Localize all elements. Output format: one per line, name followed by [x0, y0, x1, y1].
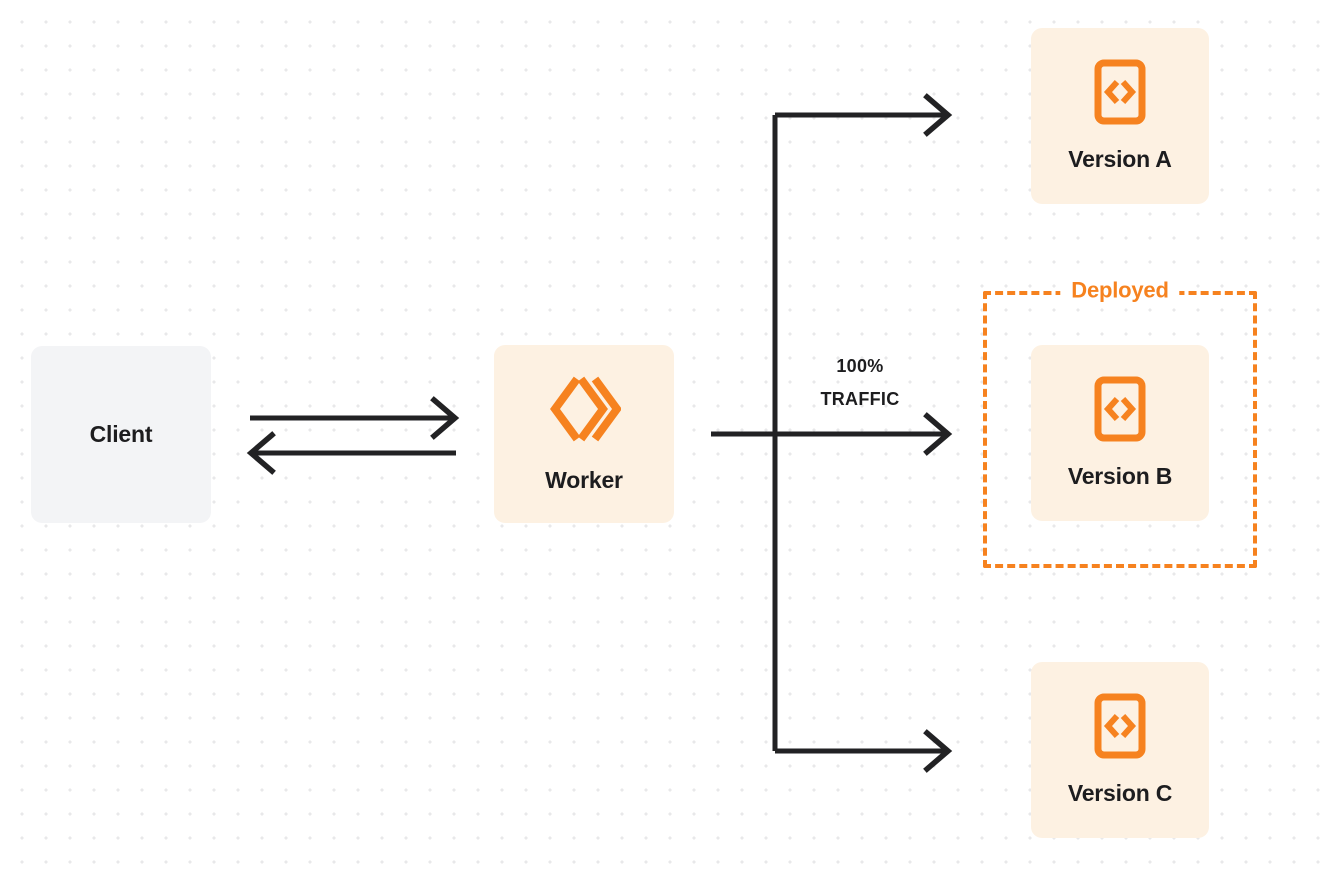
node-version-a[interactable]: Version A — [1031, 28, 1209, 204]
node-worker-label: Worker — [545, 466, 623, 493]
node-version-a-label: Version A — [1068, 146, 1172, 172]
node-version-b[interactable]: Version B — [1031, 345, 1209, 521]
node-client[interactable]: Client — [31, 346, 211, 523]
deployed-group-label: Deployed — [1060, 279, 1180, 302]
node-client-label: Client — [89, 421, 153, 447]
traffic-percent: 100% — [836, 356, 884, 376]
traffic-label: 100% TRAFFIC — [800, 350, 920, 417]
deployed-group-box: Deployed — [983, 279, 1257, 568]
code-brackets-icon — [1094, 59, 1146, 130]
cloudflare-workers-logo-icon — [547, 373, 622, 450]
code-brackets-icon — [1094, 376, 1146, 447]
node-version-c-label: Version C — [1067, 780, 1173, 806]
traffic-word: TRAFFIC — [820, 389, 900, 410]
edge-worker-to-version-a — [775, 93, 953, 137]
node-version-b-label: Version B — [1067, 463, 1173, 489]
edge-worker-to-version-c — [775, 729, 953, 773]
code-brackets-icon — [1094, 693, 1146, 764]
edge-worker-to-version-b — [711, 412, 953, 456]
node-version-c[interactable]: Version C — [1031, 662, 1209, 838]
edge-client-to-worker — [250, 396, 460, 440]
node-worker[interactable]: Worker — [494, 345, 674, 523]
edge-worker-to-client — [246, 431, 456, 475]
